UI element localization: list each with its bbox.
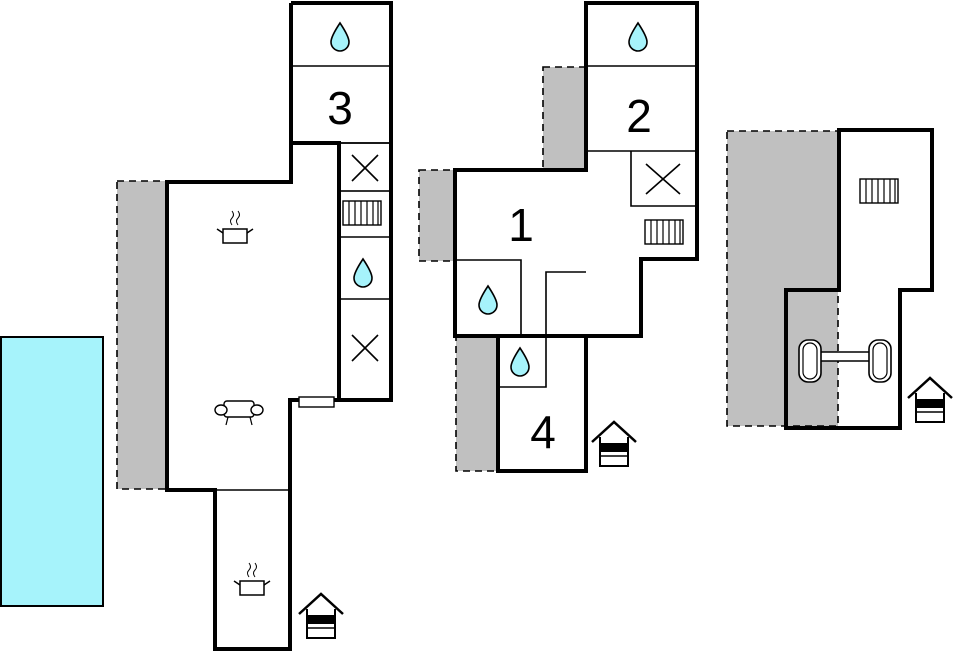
room-number-4: 4 [530, 406, 556, 458]
radiator-icon [859, 178, 899, 204]
room-number-1: 1 [508, 199, 534, 251]
radiator-icon [644, 219, 684, 245]
terrace-mid-upper [542, 66, 587, 171]
entrance-house-icon [590, 420, 638, 468]
stove-pot-icon [216, 210, 254, 244]
radiator-icon [342, 200, 382, 226]
water-drop-icon [478, 285, 498, 315]
stove-pot-icon [233, 562, 271, 596]
terrace-left [116, 180, 168, 490]
building-left [165, 1, 393, 651]
water-drop-icon [353, 258, 373, 288]
terrace-mid-left [418, 169, 456, 262]
dumbbell-icon [798, 339, 892, 383]
building-middle [453, 1, 699, 473]
water-drop-icon [330, 22, 350, 52]
swimming-pool [0, 336, 104, 607]
water-drop-icon [628, 22, 648, 52]
entrance-house-icon [297, 592, 345, 640]
sofa-icon [214, 400, 264, 426]
terrace-right [726, 130, 839, 427]
building-right [784, 128, 934, 430]
room-number-2: 2 [626, 90, 652, 142]
water-drop-icon [510, 347, 530, 377]
room-number-3: 3 [327, 82, 353, 134]
entrance-house-icon [906, 376, 953, 424]
terrace-mid-lower [455, 336, 499, 472]
